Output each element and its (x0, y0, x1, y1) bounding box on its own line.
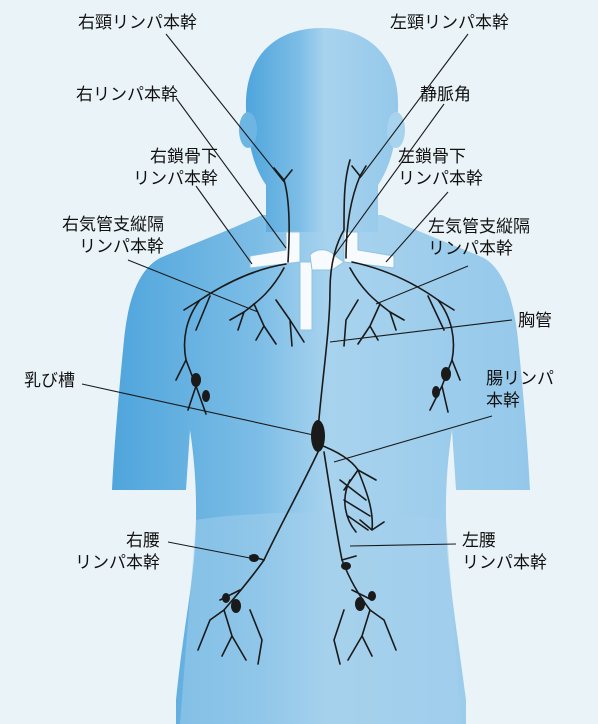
label-left-subclavian-trunk: 左鎖骨下 リンパ本幹 (398, 146, 483, 190)
label-left-jugular-trunk: 左頸リンパ本幹 (390, 12, 509, 34)
label-right-subclavian-trunk: 右鎖骨下 リンパ本幹 (78, 146, 218, 190)
label-intestinal-trunk: 腸リンパ 本幹 (486, 368, 554, 412)
label-left-lumbar-trunk: 左腰 リンパ本幹 (462, 530, 547, 574)
head-neck-silhouette (246, 28, 398, 232)
label-right-lumbar-trunk: 右腰 リンパ本幹 (20, 530, 160, 574)
label-thoracic-duct: 胸管 (518, 310, 552, 332)
label-right-bronchomediastinal-trunk: 右気管支縦隔 リンパ本幹 (24, 214, 164, 258)
label-left-bronchomediastinal-trunk: 左気管支縦隔 リンパ本幹 (428, 216, 530, 260)
label-venous-angle: 静脈角 (420, 84, 471, 106)
label-cisterna-chyli: 乳び槽 (24, 370, 75, 392)
label-right-jugular-trunk: 右頸リンパ本幹 (78, 12, 197, 34)
label-right-lymphatic-duct: 右リンパ本幹 (76, 84, 178, 106)
right-ear (239, 112, 257, 148)
